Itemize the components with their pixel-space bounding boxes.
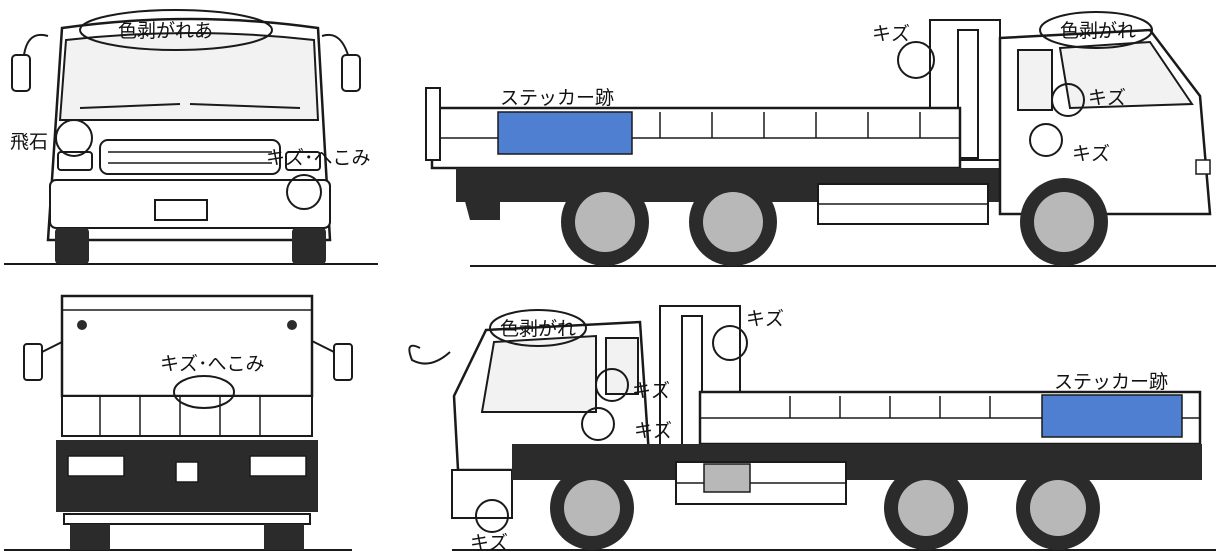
left-post-damage-circle <box>712 325 748 361</box>
left-fuel-tank <box>703 463 751 493</box>
right-rear-cab-window <box>1017 49 1053 111</box>
right-bed-ribs <box>659 112 921 138</box>
front-view: 色剥がれあ 飛石 キズ･へこみ <box>4 9 378 265</box>
front-right-mirror <box>341 54 361 92</box>
right-rear-hub-2 <box>703 192 763 252</box>
rear-tailgate-panel <box>60 294 314 398</box>
right-post-damage-label: キズ <box>872 23 910 45</box>
rear-damage-label: キズ･へこみ <box>160 353 265 375</box>
front-bumper-damage-label: キズ･へこみ <box>266 147 371 169</box>
right-door-upper-damage-label: キズ <box>1088 87 1126 109</box>
left-roof-damage-label: 色剥がれ <box>500 318 576 340</box>
left-roof-damage-circle <box>489 309 587 347</box>
right-tailgate <box>425 87 441 161</box>
rear-damage-circle <box>173 375 235 409</box>
left-rear-hub-1 <box>898 480 954 536</box>
right-roof-damage-circle <box>1039 11 1153 49</box>
left-front-hub <box>564 480 620 536</box>
rear-hinge-right <box>287 320 297 330</box>
front-wiper-right <box>189 103 301 109</box>
left-sticker-label: ステッカー跡 <box>1054 371 1168 393</box>
right-sticker-mark <box>497 111 633 155</box>
left-bed-ribs <box>789 396 991 418</box>
front-bumper-damage-circle <box>286 174 322 210</box>
front-license-plate <box>154 199 208 221</box>
right-sticker-label: ステッカー跡 <box>500 87 614 109</box>
right-door-lower-damage-circle <box>1029 123 1063 157</box>
right-post-damage-circle <box>897 41 935 79</box>
front-left-mirror-arm <box>23 33 49 56</box>
left-sticker-mark <box>1041 394 1183 438</box>
right-protector-rail <box>957 29 979 159</box>
front-windshield <box>58 32 320 121</box>
right-mudflap <box>456 168 500 220</box>
left-side-view: ステッカー跡 色剥がれ キズ キズ キズ キズ <box>408 305 1216 554</box>
rear-hinge-left <box>77 320 87 330</box>
right-roof-damage-label: 色剥がれ <box>1060 20 1136 42</box>
rear-view: キズ･へこみ <box>4 294 353 551</box>
left-rear-hub-2 <box>1030 480 1086 536</box>
right-wheels <box>561 178 1108 266</box>
rear-left-mirror <box>23 343 43 381</box>
rear-lamp-left <box>67 455 125 477</box>
front-left-mirror <box>11 54 31 92</box>
right-cab-window <box>1058 40 1194 110</box>
rear-right-mirror <box>333 343 353 381</box>
rear-underrun-bar <box>63 513 311 525</box>
rear-lower-gate <box>61 395 313 437</box>
right-side-view: ステッカー跡 色剥がれ キズ キズ キズ <box>425 11 1216 267</box>
front-tire-right <box>292 228 326 264</box>
left-mirror <box>408 344 451 365</box>
front-roof-damage-circle <box>79 9 273 51</box>
front-headlight-right <box>285 151 321 171</box>
left-front-bumper <box>451 469 513 519</box>
right-door-upper-damage-circle <box>1051 83 1085 117</box>
left-chassis-frame <box>512 444 1202 480</box>
rear-right-mirror-arm <box>309 339 335 353</box>
left-door-upper-damage-label: キズ <box>632 380 670 402</box>
rear-lamp-right <box>249 455 307 477</box>
front-stone-chip-circle <box>55 119 93 157</box>
left-door-lower-damage-circle <box>581 407 615 441</box>
right-door-lower-damage-label: キズ <box>1072 143 1110 165</box>
front-roof-damage-label: 色剥がれあ <box>118 20 213 42</box>
right-side-marker <box>1195 159 1211 175</box>
front-wiper-left <box>79 103 181 109</box>
front-grille <box>99 139 281 175</box>
front-headlight-left <box>57 151 93 171</box>
left-bumper-damage-label: キズ <box>470 532 508 553</box>
rear-tire-right <box>264 524 304 550</box>
front-tire-left <box>55 228 89 264</box>
front-stone-chip-label: 飛石 <box>10 131 48 153</box>
front-right-mirror-arm <box>321 33 349 56</box>
left-post-damage-label: キズ <box>746 308 784 330</box>
right-front-hub <box>1034 192 1094 252</box>
left-bumper-damage-circle <box>475 499 509 533</box>
right-rear-hub-1 <box>575 192 635 252</box>
left-rear-cab-window <box>605 337 639 395</box>
left-wheels <box>550 466 1100 550</box>
left-door-lower-damage-label: キズ <box>634 420 672 442</box>
rear-center-plate <box>175 461 199 483</box>
rear-tire-left <box>70 524 110 550</box>
left-door-upper-damage-circle <box>595 368 629 402</box>
left-cab-window <box>480 334 597 413</box>
